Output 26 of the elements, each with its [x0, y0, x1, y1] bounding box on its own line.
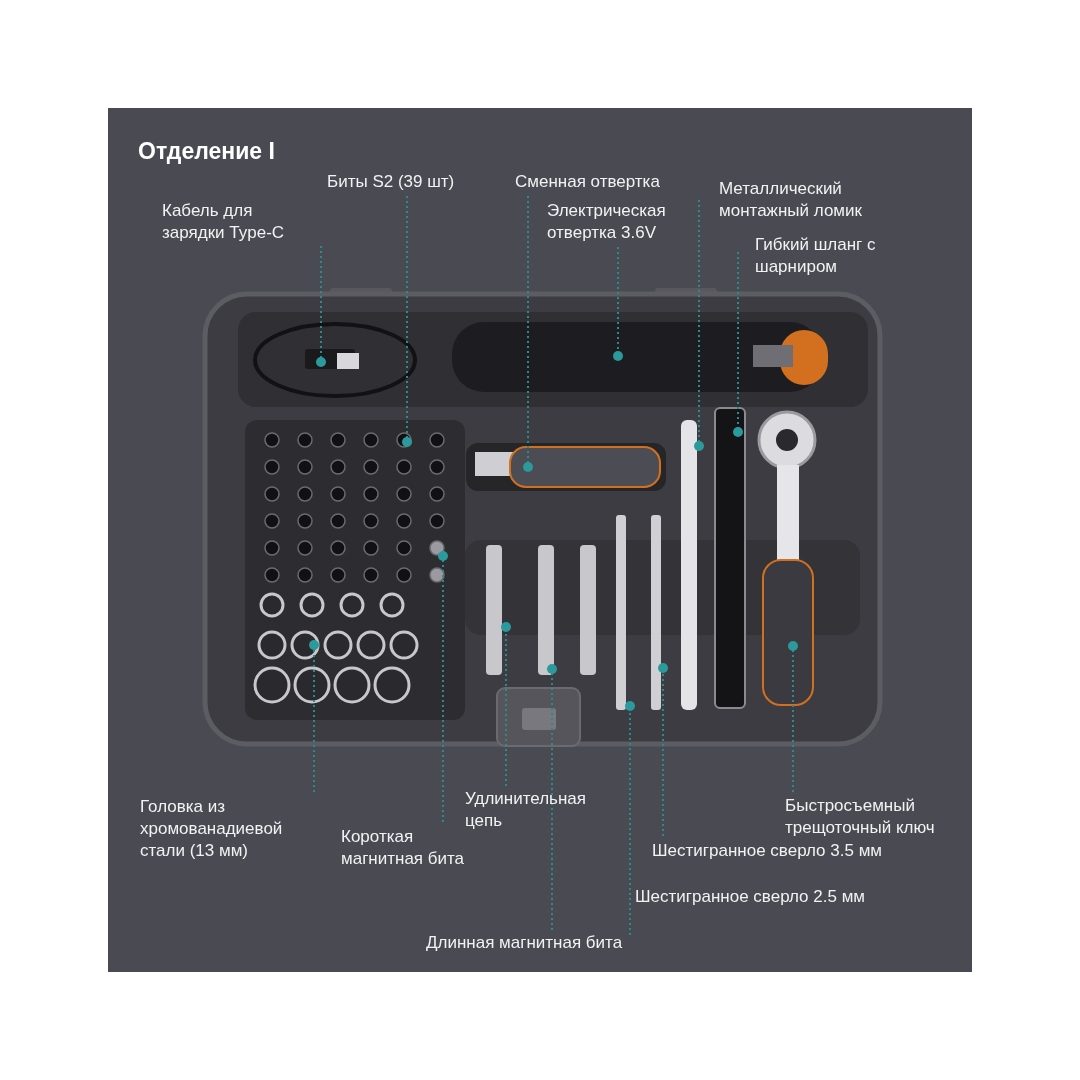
section-title: Отделение I — [138, 138, 275, 165]
callout-label: Кабель для зарядки Type-C — [162, 200, 312, 244]
callout-label: Металлический монтажный ломик — [719, 178, 904, 222]
leader-line — [316, 245, 326, 367]
leader-line — [402, 195, 412, 447]
callout-label: Головка из хромованадиевой стали (13 мм) — [140, 796, 325, 862]
leader-line — [547, 664, 557, 931]
leader-line — [613, 246, 623, 361]
leader-line — [625, 701, 635, 936]
leader-line — [438, 551, 448, 823]
callout-label: Быстросъемный трещоточный ключ — [785, 795, 970, 839]
callout-label: Шестигранное сверло 3.5 мм — [652, 840, 883, 862]
leader-line — [501, 622, 511, 787]
callout-label: Удлинительная цепь — [465, 788, 620, 832]
callout-label: Сменная отвертка — [515, 171, 660, 193]
leader-line — [523, 195, 533, 472]
leader-line — [309, 640, 319, 793]
callout-label: Гибкий шланг с шарниром — [755, 234, 880, 278]
callout-label: Биты S2 (39 шт) — [327, 171, 455, 193]
leader-line — [694, 199, 704, 451]
leader-line — [658, 663, 668, 837]
callout-label: Электрическая отвертка 3.6V — [547, 200, 707, 244]
leader-line — [733, 251, 743, 437]
callout-label: Шестигранное сверло 2.5 мм — [635, 886, 866, 908]
callout-label: Длинная магнитная бита — [426, 932, 623, 954]
leader-line — [788, 641, 798, 793]
